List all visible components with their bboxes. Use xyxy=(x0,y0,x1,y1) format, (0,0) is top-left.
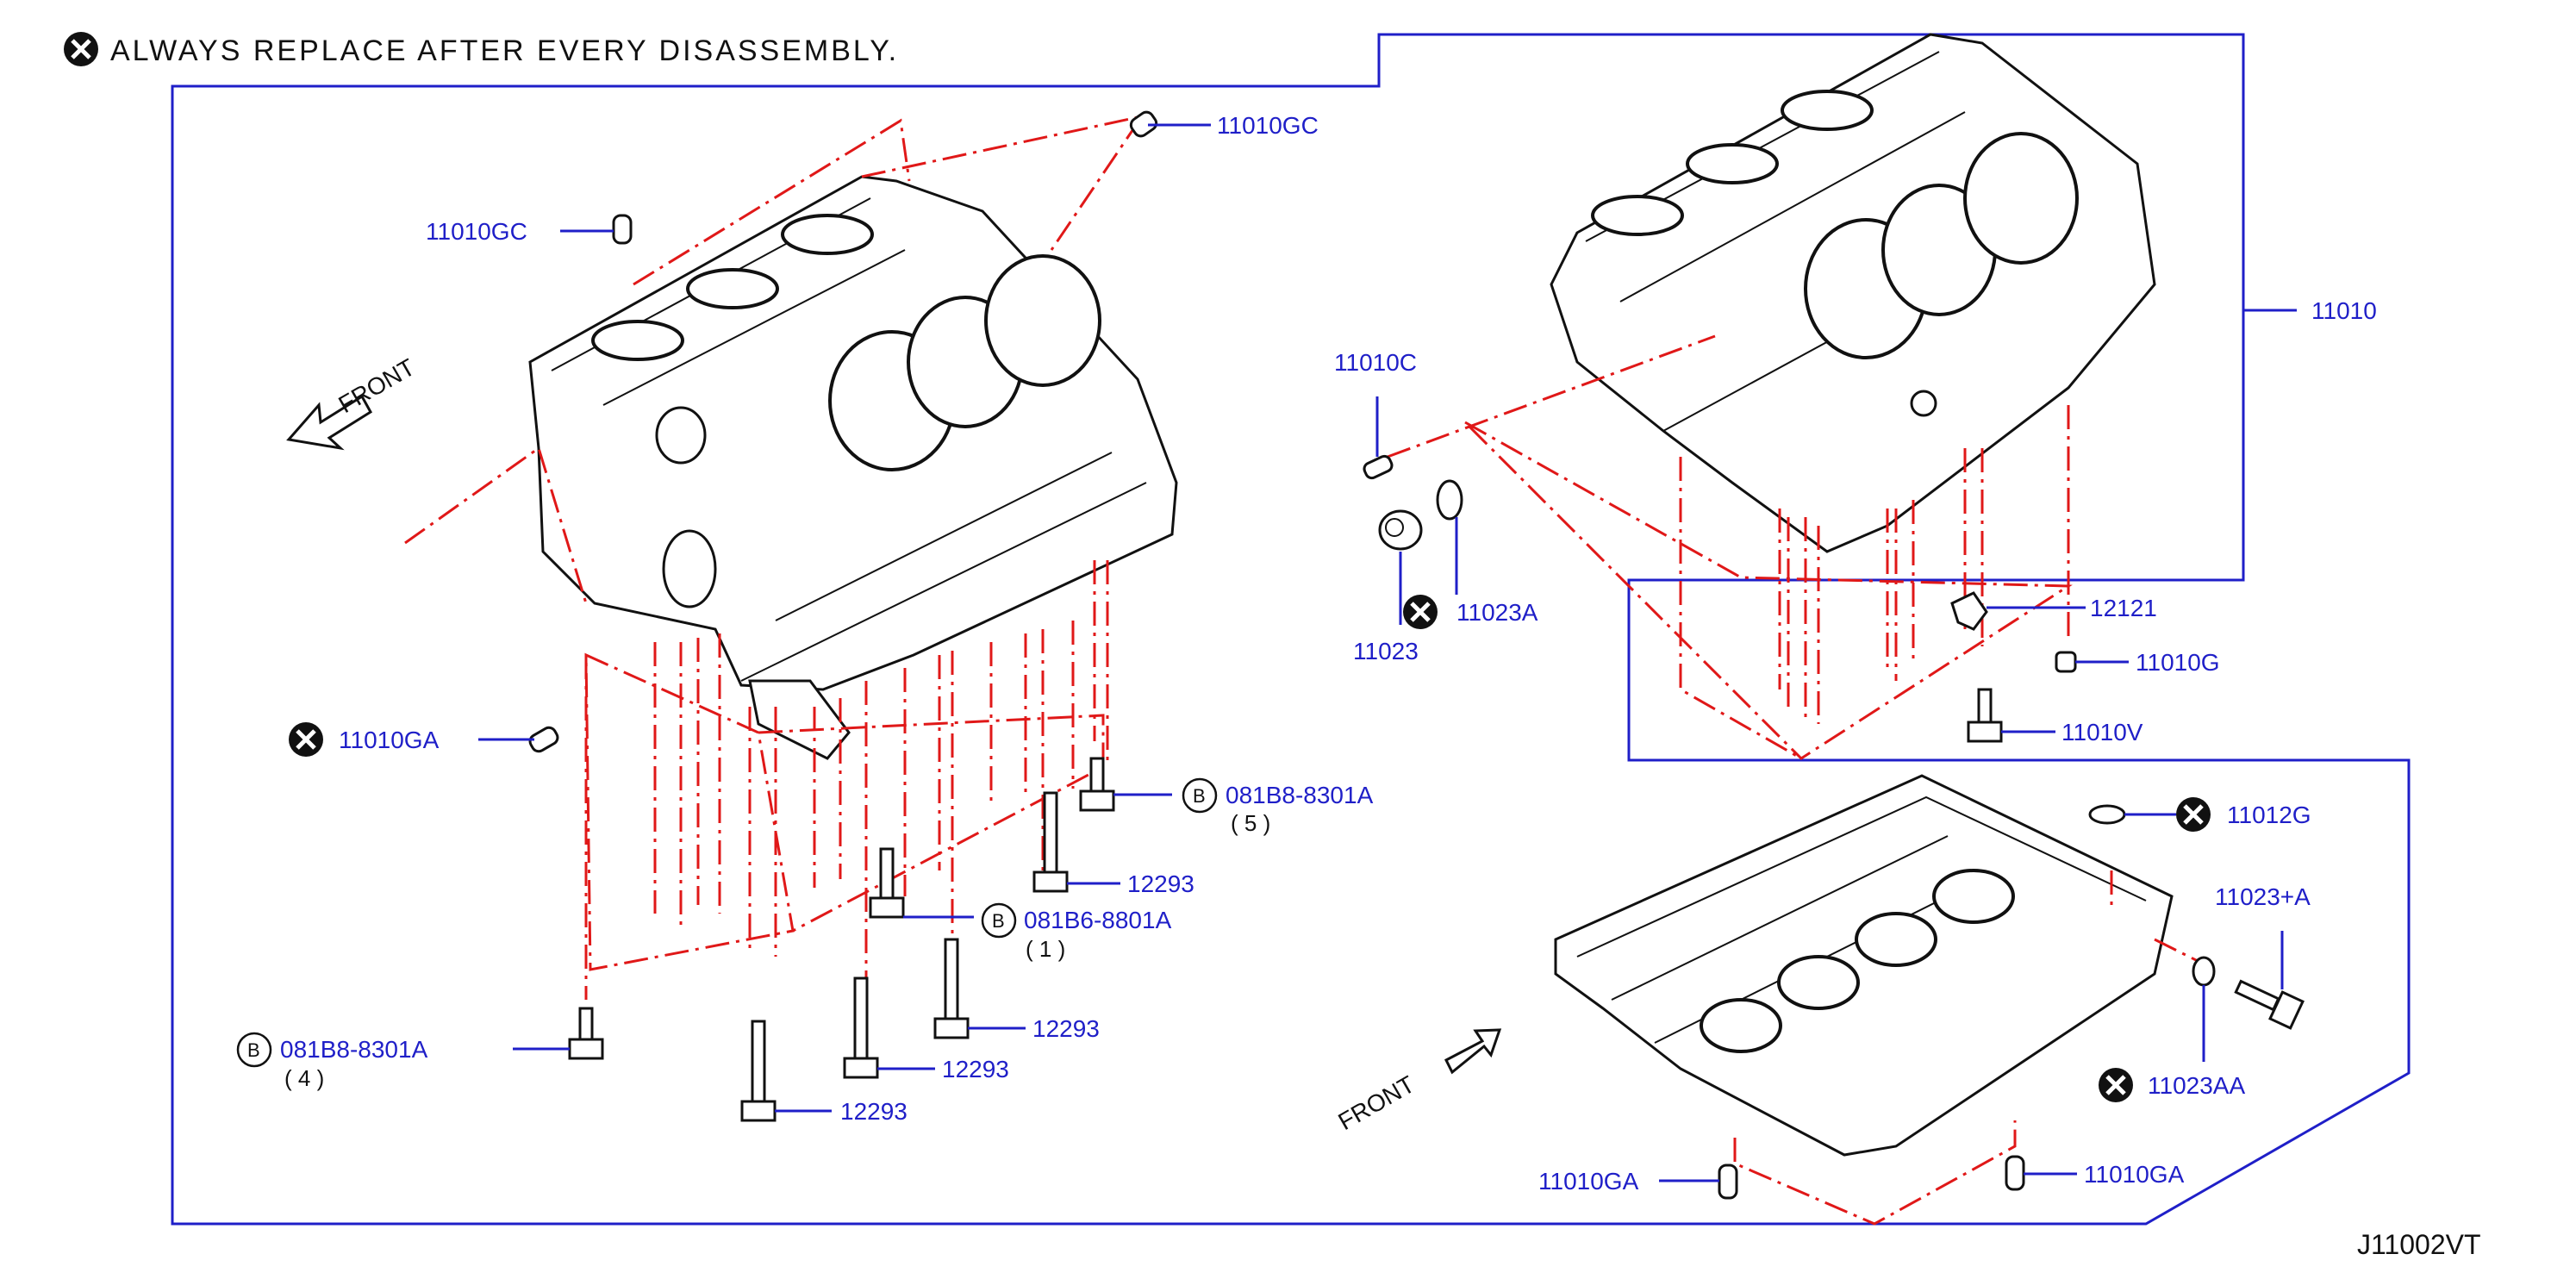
label-11010GA-bottom-left: 11010GA xyxy=(1538,1168,1639,1195)
bolt-081B8-left xyxy=(568,1007,604,1060)
front-label-right: FRONT xyxy=(1334,1070,1419,1135)
label-11010: 11010 xyxy=(2311,297,2377,324)
dowel-11010GC-left xyxy=(612,214,633,245)
dowel-11010GA-left xyxy=(528,726,559,753)
label-12293-b: 12293 xyxy=(1032,1015,1100,1042)
qty-081B6-1: ( 1 ) xyxy=(1026,936,1065,962)
oring-11012G xyxy=(2088,804,2126,825)
circle-b-letter: B xyxy=(247,1039,260,1061)
label-11010G: 11010G xyxy=(2136,649,2220,676)
label-11010GA-bottom-right: 11010GA xyxy=(2084,1161,2185,1188)
front-arrow-left: FRONT xyxy=(286,353,420,451)
plug-11023 xyxy=(1378,509,1423,551)
replace-markers xyxy=(289,595,2211,1102)
bolt-12293-a xyxy=(1032,791,1069,893)
label-11010GC-left: 11010GC xyxy=(426,218,527,245)
dowel-11010G xyxy=(2055,651,2077,673)
label-11010GA-left: 11010GA xyxy=(339,727,440,753)
leader-lines xyxy=(478,123,2297,1182)
dowel-11010C xyxy=(1363,454,1394,480)
bolt-12293-b xyxy=(933,938,970,1039)
guide-lines-left xyxy=(404,114,1145,1000)
bolt-11023-plus-A xyxy=(2234,979,2305,1030)
guide-lines-right xyxy=(1387,334,2073,760)
bolt-12293-c xyxy=(843,976,879,1079)
replace-x-icon-11023AA xyxy=(2099,1068,2133,1102)
circle-b-markers: B B B xyxy=(236,777,1218,1068)
circle-b-letter: B xyxy=(1193,785,1206,807)
label-11023AA: 11023AA xyxy=(2148,1072,2245,1099)
label-11023-plus-A: 11023+A xyxy=(2215,883,2311,910)
qty-081B8-5: ( 5 ) xyxy=(1231,810,1270,836)
cylinder-block-right xyxy=(1550,33,2156,553)
part-labels: 11010GC 11010GC 11010 11010C 11023A 1102… xyxy=(280,112,2377,1195)
circle-b-letter: B xyxy=(992,910,1005,932)
circle-b-icon xyxy=(1182,777,1218,814)
sensor-12121 xyxy=(1950,591,1988,631)
label-11012G: 11012G xyxy=(2227,802,2311,828)
front-arrow-right: FRONT xyxy=(1334,1028,1502,1135)
label-11010V: 11010V xyxy=(2061,719,2143,746)
assembly-frame xyxy=(171,33,2411,1226)
front-arrow-right-icon xyxy=(1444,1028,1502,1075)
label-12121: 12121 xyxy=(2090,595,2157,621)
label-081B6-8801A: 081B6-8801A xyxy=(1024,907,1172,933)
bolt-12293-d xyxy=(740,1020,777,1122)
label-11010C: 11010C xyxy=(1334,349,1417,376)
oring-11023A xyxy=(1436,479,1463,521)
bedplate xyxy=(1554,774,2174,1157)
label-11023: 11023 xyxy=(1353,638,1419,664)
replace-x-icon-11023A xyxy=(1403,595,1438,629)
washer-11023AA xyxy=(2192,956,2216,987)
bolt-081B8-right xyxy=(1079,757,1115,812)
label-12293-a: 12293 xyxy=(1127,870,1194,897)
dowel-11010GA-bl xyxy=(1718,1164,1738,1200)
replace-note-text: ALWAYS REPLACE AFTER EVERY DISASSEMBLY. xyxy=(110,34,899,67)
circle-b-icon xyxy=(981,902,1017,939)
front-arrow-left-icon xyxy=(286,394,373,451)
bolt-11010V xyxy=(1967,688,2003,743)
diagram-reference: J11002VT xyxy=(2357,1229,2481,1260)
replace-x-icon-11012G xyxy=(2176,797,2211,832)
label-12293-c: 12293 xyxy=(942,1056,1009,1082)
label-081B8-8301A-5: 081B8-8301A xyxy=(1226,782,1374,808)
bolt-081B6 xyxy=(869,847,905,919)
label-11023A: 11023A xyxy=(1456,599,1538,626)
front-label-left: FRONT xyxy=(334,353,420,418)
label-081B8-8301A-4: 081B8-8301A xyxy=(280,1036,428,1063)
dowel-11010GA-br xyxy=(2005,1155,2025,1191)
replace-x-icon-11010GA xyxy=(289,722,323,757)
label-11010GC-top: 11010GC xyxy=(1217,112,1319,139)
cylinder-block-left xyxy=(528,175,1178,760)
label-12293-d: 12293 xyxy=(840,1098,908,1125)
circle-b-icon xyxy=(236,1032,272,1068)
qty-081B8-4: ( 4 ) xyxy=(284,1065,324,1091)
replace-note: ALWAYS REPLACE AFTER EVERY DISASSEMBLY. xyxy=(64,32,899,67)
dowel-11010GC-top xyxy=(1129,110,1158,138)
